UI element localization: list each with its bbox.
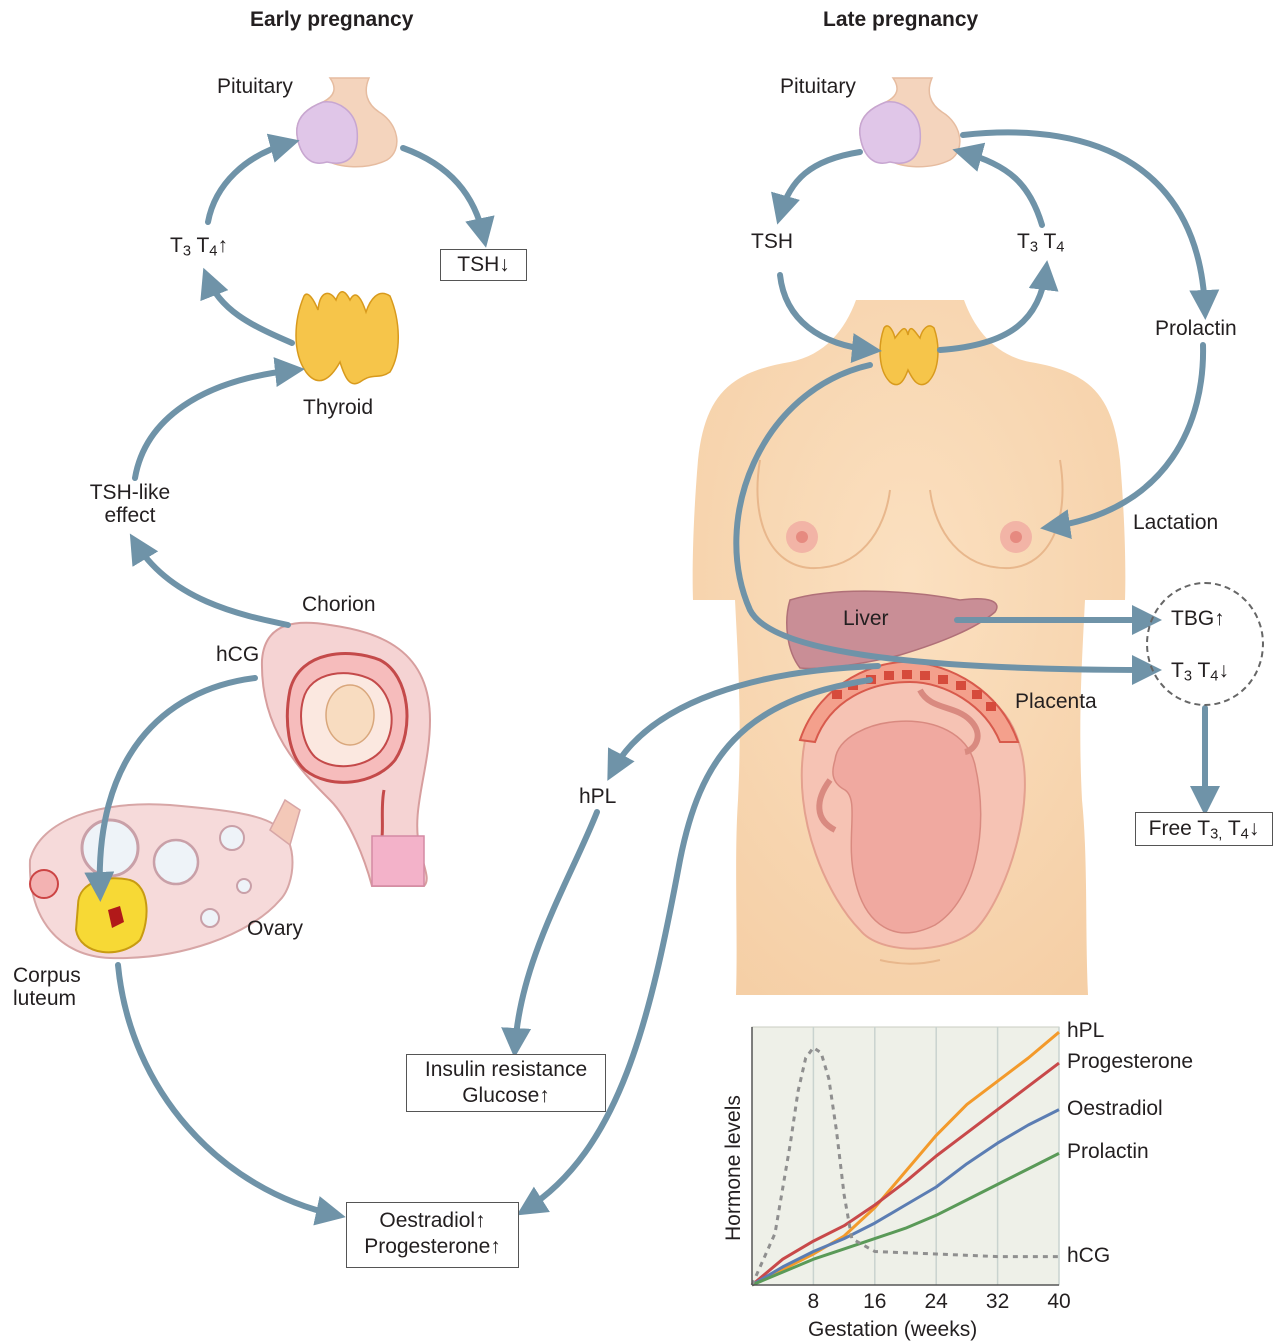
prolactin-label: Prolactin — [1155, 317, 1237, 340]
arrow-pituitary-to-prolactin — [963, 132, 1205, 310]
series-label-hpl: hPL — [1067, 1019, 1104, 1043]
late-pituitary-illustration — [860, 78, 960, 167]
early-thyroid-label: Thyroid — [303, 396, 373, 419]
early-tsh-box: TSH↓ — [440, 249, 527, 281]
early-t3t4-label: T3 T4↑ — [170, 234, 228, 257]
arrow-t3t4-to-pituitary — [962, 152, 1042, 225]
late-pituitary-label: Pituitary — [780, 75, 856, 98]
ovary-label: Ovary — [247, 917, 303, 940]
series-label-progesterone: Progesterone — [1067, 1050, 1193, 1074]
series-label-hcg: hCG — [1067, 1244, 1110, 1268]
arrow-corpus-to-oestradiol — [118, 965, 336, 1215]
chart-x-tick-label: 16 — [861, 1290, 889, 1314]
arrow-chorion-to-tshlike — [135, 542, 288, 625]
late-t3t4-label: T3 T4 — [1017, 230, 1064, 253]
circle-t3t4-label: T3 T4↓ — [1171, 659, 1229, 682]
chorion-label: Chorion — [302, 593, 376, 616]
arrow-hpl-to-insulin — [515, 812, 597, 1048]
arrow-early-thyroid-to-t3t4 — [207, 277, 292, 343]
heading-late-pregnancy: Late pregnancy — [823, 8, 978, 31]
late-tsh-label: TSH — [751, 230, 793, 253]
free-t3t4-box: Free T3, T4↓ — [1135, 812, 1273, 846]
chart-x-tick-label: 8 — [799, 1290, 827, 1314]
arrow-tshlike-to-thyroid — [135, 370, 295, 478]
chart-x-axis-title: Gestation (weeks) — [808, 1318, 977, 1342]
arrow-late-pituitary-to-tsh — [780, 152, 860, 215]
early-pituitary-illustration — [297, 78, 397, 167]
series-label-oestradiol: Oestradiol — [1067, 1097, 1163, 1121]
arrow-early-t3t4-to-pituitary — [208, 143, 290, 222]
hpl-label: hPL — [579, 785, 616, 808]
chart-x-tick-label: 40 — [1045, 1290, 1073, 1314]
tbg-label: TBG↑ — [1171, 607, 1225, 630]
placenta-label: Placenta — [1015, 690, 1097, 713]
arrow-early-pituitary-to-tsh — [403, 148, 484, 238]
thyroid-binding-circle — [1146, 582, 1264, 706]
oestradiol-progesterone-box: Oestradiol↑Progesterone↑ — [346, 1202, 519, 1268]
liver-label: Liver — [843, 607, 889, 630]
early-pituitary-label: Pituitary — [217, 75, 293, 98]
early-thyroid-illustration — [296, 292, 398, 384]
chart-x-tick-label: 24 — [922, 1290, 950, 1314]
heading-early-pregnancy: Early pregnancy — [250, 8, 413, 31]
chart-x-tick-label: 32 — [984, 1290, 1012, 1314]
hcg-label: hCG — [216, 643, 259, 666]
series-label-prolactin: Prolactin — [1067, 1140, 1149, 1164]
lactation-label: Lactation — [1133, 511, 1218, 534]
chart-y-axis-title: Hormone levels — [722, 1095, 746, 1241]
